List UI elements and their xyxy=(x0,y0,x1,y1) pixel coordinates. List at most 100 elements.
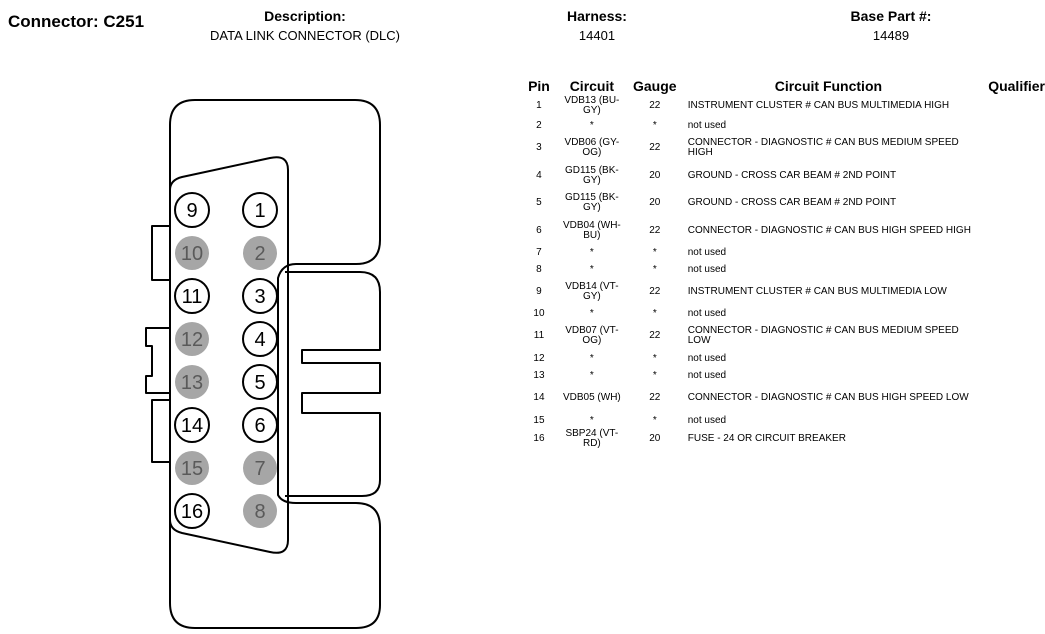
pin-number-label: 12 xyxy=(181,329,203,351)
cell-circuit-function: not used xyxy=(687,369,727,381)
cell-qualifier xyxy=(973,350,1045,367)
cell-gauge: 22 xyxy=(649,224,661,236)
pin-number-label: 8 xyxy=(254,501,265,523)
cell-qualifier xyxy=(973,95,1045,117)
table-row: 4 GD115 (BK-GY) 20 GROUND - CROSS CAR BEAM … xyxy=(520,162,1045,189)
pin-number-label: 10 xyxy=(181,243,203,265)
cell-circuit-function: not used xyxy=(687,119,727,131)
cell-pin: 2 xyxy=(536,119,542,131)
col-header-qualifier: Qualifier xyxy=(988,78,1045,94)
pin-cavity: 11 xyxy=(174,278,210,314)
cell-circuit-function: not used xyxy=(687,263,727,275)
cell-circuit-function: GROUND - CROSS CAR BEAM # 2ND POINT xyxy=(687,169,897,181)
cell-pin: 16 xyxy=(533,433,545,444)
cell-pin: 14 xyxy=(533,392,545,403)
harness-label: Harness: xyxy=(567,8,627,24)
description-label: Description: xyxy=(264,8,346,24)
cell-gauge: * xyxy=(652,352,657,364)
pin-cavity: 5 xyxy=(242,364,278,400)
pin-circle xyxy=(174,278,210,314)
cell-qualifier xyxy=(973,278,1045,305)
cell-circuit-function: CONNECTOR - DIAGNOSTIC # CAN BUS MEDIUM … xyxy=(687,137,959,158)
table-header-row: Pin Circuit Gauge Circuit Function Quali… xyxy=(520,77,1045,95)
pin-cavity: 8 xyxy=(243,494,277,528)
pin-cavity: 10 xyxy=(175,236,209,270)
col-header-pin: Pin xyxy=(528,78,550,94)
cell-circuit-function: not used xyxy=(687,307,727,319)
cell-circuit: VDB05 (WH) xyxy=(562,392,621,403)
cell-pin: 8 xyxy=(536,263,542,275)
cell-pin: 6 xyxy=(536,224,542,236)
harness-header: Harness: 14401 xyxy=(527,8,667,44)
table-row: 10**not used xyxy=(520,305,1045,322)
pin-cavity: 6 xyxy=(242,407,278,443)
pin-number-label: 13 xyxy=(181,372,203,394)
cell-gauge: * xyxy=(652,307,657,319)
cell-circuit-function: FUSE - 24 OR CIRCUIT BREAKER xyxy=(687,433,846,444)
table-row: 2**not used xyxy=(520,117,1045,134)
cell-qualifier xyxy=(973,305,1045,322)
pin-circle xyxy=(243,451,277,485)
cell-circuit: * xyxy=(589,307,594,319)
pin-number-label: 16 xyxy=(181,501,203,523)
cell-circuit: GD115 (BK-GY) xyxy=(565,164,619,186)
description-header: Description: DATA LINK CONNECTOR (DLC) xyxy=(180,8,430,44)
cell-qualifier xyxy=(973,189,1045,217)
pin-cavity: 2 xyxy=(243,236,277,270)
pin-number-label: 5 xyxy=(254,372,265,394)
pin-number-label: 7 xyxy=(254,458,265,480)
base-part-value: 14489 xyxy=(872,28,910,43)
cell-circuit: VDB04 (WH-BU) xyxy=(562,219,621,241)
cell-qualifier xyxy=(973,134,1045,162)
pin-cavity: 15 xyxy=(175,451,209,485)
cell-circuit-function: CONNECTOR - DIAGNOSTIC # CAN BUS HIGH SP… xyxy=(687,392,969,403)
pin-cavity: 4 xyxy=(242,321,278,357)
cell-circuit-function: not used xyxy=(687,246,727,258)
cell-gauge: * xyxy=(652,414,657,426)
cell-circuit: SBP24 (VT-RD) xyxy=(565,428,619,449)
cell-pin: 13 xyxy=(533,369,545,381)
cell-pin: 15 xyxy=(533,414,545,426)
cell-circuit: VDB14 (VT-GY) xyxy=(565,280,619,302)
cell-circuit-function: CONNECTOR - DIAGNOSTIC # CAN BUS MEDIUM … xyxy=(687,325,959,346)
cell-qualifier xyxy=(973,367,1045,384)
cell-gauge: 20 xyxy=(649,169,661,181)
cell-pin: 9 xyxy=(536,285,542,297)
harness-value: 14401 xyxy=(578,28,616,43)
pin-number-label: 14 xyxy=(181,415,203,437)
cell-circuit: VDB06 (GY-OG) xyxy=(564,137,620,158)
col-header-gauge: Gauge xyxy=(632,78,677,94)
table-row: 12**not used xyxy=(520,350,1045,367)
pin-circle xyxy=(174,192,210,228)
cell-circuit: * xyxy=(589,119,594,131)
cell-circuit: * xyxy=(589,263,594,275)
cell-qualifier xyxy=(973,322,1045,350)
pin-circle xyxy=(242,278,278,314)
cell-pin: 4 xyxy=(536,169,542,181)
pin-circle xyxy=(174,493,210,529)
base-part-label: Base Part #: xyxy=(850,8,932,24)
cell-qualifier xyxy=(973,412,1045,429)
cell-gauge: * xyxy=(652,369,657,381)
pin-number-label: 2 xyxy=(254,243,265,265)
pin-number-label: 15 xyxy=(181,458,203,480)
cell-gauge: * xyxy=(652,263,657,275)
table-row: 13**not used xyxy=(520,367,1045,384)
pin-circle xyxy=(243,494,277,528)
table-row: 7**not used xyxy=(520,244,1045,261)
pin-cavity: 3 xyxy=(242,278,278,314)
pin-circle xyxy=(175,236,209,270)
pin-circle xyxy=(243,236,277,270)
cell-circuit: VDB13 (BU-GY) xyxy=(564,95,620,116)
cell-gauge: 22 xyxy=(649,330,661,341)
pin-circle xyxy=(175,322,209,356)
connector-housing-outline xyxy=(145,99,381,629)
pin-cavity: 13 xyxy=(175,365,209,399)
cell-circuit-function: not used xyxy=(687,352,727,364)
